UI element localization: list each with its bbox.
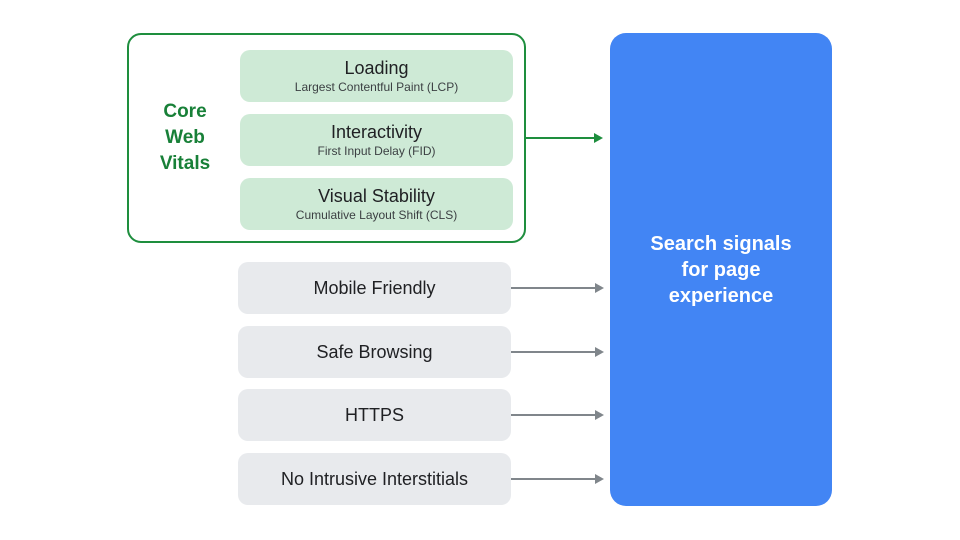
search-signals-label: Search signals for page experience xyxy=(650,232,792,307)
arrow-shaft xyxy=(526,137,596,139)
arrow-head-icon xyxy=(595,283,604,293)
arrow-https xyxy=(511,409,604,421)
arrow-head-icon xyxy=(595,474,604,484)
arrow-core-web-vitals xyxy=(526,132,603,144)
vital-title: Interactivity xyxy=(330,121,423,142)
arrow-shaft xyxy=(511,287,597,289)
signal-box-safe-browsing: Safe Browsing xyxy=(238,326,511,378)
vital-subtitle: Cumulative Layout Shift (CLS) xyxy=(295,207,458,222)
signal-label: No Intrusive Interstitials xyxy=(280,468,469,489)
vital-box-visual-stability: Visual Stability Cumulative Layout Shift… xyxy=(240,178,513,230)
vital-box-interactivity: Interactivity First Input Delay (FID) xyxy=(240,114,513,166)
signal-box-https: HTTPS xyxy=(238,389,511,441)
vital-title: Visual Stability xyxy=(318,185,435,206)
vital-subtitle: Largest Contentful Paint (LCP) xyxy=(294,79,459,94)
arrow-head-icon xyxy=(594,133,603,143)
search-signals-box: Search signals for page experience xyxy=(610,33,832,506)
signal-box-no-intrusive-interstitials: No Intrusive Interstitials xyxy=(238,453,511,505)
signal-label: HTTPS xyxy=(344,404,404,425)
arrow-shaft xyxy=(511,478,597,480)
signal-box-mobile-friendly: Mobile Friendly xyxy=(238,262,511,314)
arrow-shaft xyxy=(511,351,597,353)
vital-subtitle: First Input Delay (FID) xyxy=(317,143,436,158)
vital-box-loading: Loading Largest Contentful Paint (LCP) xyxy=(240,50,513,102)
signal-label: Mobile Friendly xyxy=(313,277,436,298)
vital-title: Loading xyxy=(344,57,409,78)
arrow-mobile-friendly xyxy=(511,282,604,294)
core-web-vitals-group: Core Web Vitals Loading Largest Contentf… xyxy=(127,33,526,243)
arrow-head-icon xyxy=(595,410,604,420)
arrow-no-intrusive-interstitials xyxy=(511,473,604,485)
arrow-head-icon xyxy=(595,347,604,357)
signal-label: Safe Browsing xyxy=(316,341,433,362)
arrow-safe-browsing xyxy=(511,346,604,358)
core-web-vitals-label: Core Web Vitals xyxy=(159,101,211,174)
arrow-shaft xyxy=(511,414,597,416)
